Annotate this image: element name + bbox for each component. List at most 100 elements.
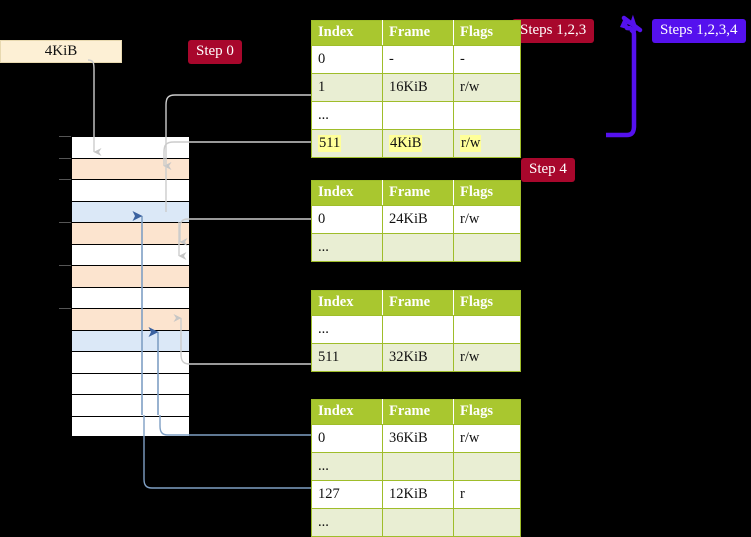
table-row: ...: [311, 101, 521, 130]
page-table-level-4-r2-c0: 127: [311, 480, 383, 509]
table-row: ...: [311, 452, 521, 481]
highlighted-value: r/w: [460, 134, 482, 152]
memory-frame-6: [71, 265, 190, 287]
step-0-badge-label: Step 0: [196, 43, 234, 59]
page-table-level-2-r1-c0: ...: [311, 233, 383, 262]
page-table-level-1-r3-c0: 511: [311, 129, 383, 158]
page-table-level-2-header-index: Index: [311, 180, 383, 206]
memory-frame-0: [71, 136, 190, 158]
step-4-badge: Step 4: [521, 158, 575, 182]
page-table-level-4-r0-c0: 0: [311, 424, 383, 453]
page-table-level-1-r2-c2: [453, 101, 521, 130]
page-table-level-4-r0-c2: r/w: [453, 424, 521, 453]
memory-tick-8: [59, 308, 71, 309]
page-table-level-1-r0-c0: 0: [311, 45, 383, 74]
page-table-level-2-r1-c2: [453, 233, 521, 262]
page-table-level-4-r1-c0: ...: [311, 452, 383, 481]
page-table-level-1-r1-c1: 16KiB: [382, 73, 454, 102]
page-table-level-3-header-index: Index: [311, 290, 383, 316]
memory-frame-11: [71, 372, 190, 394]
page-table-level-3-r1-c0: 511: [311, 343, 383, 372]
page-table-level-1-r3-c2: r/w: [453, 129, 521, 158]
table-row: 0--: [311, 45, 521, 74]
memory-tick-1: [59, 157, 71, 159]
page-table-level-1-r0-c2: -: [453, 45, 521, 74]
page-table-level-4-header-frame: Frame: [382, 399, 454, 425]
memory-tick-4: [59, 222, 71, 223]
size-label-text: 4KiB: [44, 43, 78, 59]
table-row: ...: [311, 508, 521, 537]
step-0-badge: Step 0: [188, 40, 242, 64]
bracket-arrow-purple: [606, 14, 643, 138]
memory-tick-6: [59, 265, 71, 266]
page-table-level-1-header-frame: Frame: [382, 20, 454, 46]
memory-tick-2: [59, 179, 71, 180]
page-table-level-1-r1-c0: 1: [311, 73, 383, 102]
memory-frame-13: [71, 415, 190, 437]
page-table-level-2-r0-c0: 0: [311, 205, 383, 234]
memory-tick-0: [59, 136, 71, 137]
page-table-level-1-r2-c0: ...: [311, 101, 383, 130]
page-table-level-4-r3-c1: [382, 508, 454, 537]
page-table-level-4-header-flags: Flags: [453, 399, 521, 425]
wire-table2-to-memory: [179, 218, 311, 246]
page-table-level-2-r0-c2: r/w: [453, 205, 521, 234]
highlighted-value: 511: [318, 134, 342, 152]
steps-1234-badge-label: Steps 1,2,3,4: [660, 22, 738, 38]
physical-memory-column: [59, 136, 190, 437]
table-row: 511 4KiB r/w: [311, 129, 521, 158]
table-row: ...: [311, 233, 521, 262]
page-table-level-1-r3-c1: 4KiB: [382, 129, 454, 158]
memory-frame-10: [71, 351, 190, 373]
memory-frame-9: [71, 329, 190, 351]
memory-frame-1: [71, 157, 190, 179]
wire-table3-to-memory: [173, 314, 311, 365]
memory-frame-8: [71, 308, 190, 330]
page-table-level-3-header-flags: Flags: [453, 290, 521, 316]
memory-frame-2: [71, 179, 190, 201]
page-table-level-3-r0-c0: ...: [311, 315, 383, 344]
page-table-level-2-r0-c1: 24KiB: [382, 205, 454, 234]
page-table-level-1-header-flags: Flags: [453, 20, 521, 46]
page-table-level-1-r1-c2: r/w: [453, 73, 521, 102]
page-table-level-1-r2-c1: [382, 101, 454, 130]
step-4-badge-label: Step 4: [529, 161, 567, 177]
page-table-level-4-r0-c1: 36KiB: [382, 424, 454, 453]
page-table-level-2-header-frame: Frame: [382, 180, 454, 206]
memory-frame-4: [71, 222, 190, 244]
table-row: ...: [311, 315, 521, 344]
page-table-level-3-r0-c2: [453, 315, 521, 344]
page-table-level-3-r1-c2: r/w: [453, 343, 521, 372]
memory-frame-12: [71, 394, 190, 416]
steps-1234-badge: Steps 1,2,3,4: [652, 19, 746, 43]
page-table-level-4-r3-c2: [453, 508, 521, 537]
page-table-level-4-header-index: Index: [311, 399, 383, 425]
page-table-level-4-r1-c2: [453, 452, 521, 481]
size-label-4kib: 4KiB: [0, 40, 122, 63]
page-table-level-2-r1-c1: [382, 233, 454, 262]
page-table-level-1-r0-c1: -: [382, 45, 454, 74]
memory-frame-7: [71, 286, 190, 308]
memory-frame-5: [71, 243, 190, 265]
memory-frame-3: [71, 200, 190, 222]
page-table-level-2-header-flags: Flags: [453, 180, 521, 206]
page-table-level-3-r1-c1: 32KiB: [382, 343, 454, 372]
steps-123-badge-label: Steps 1,2,3: [520, 22, 587, 38]
highlighted-value: 4KiB: [389, 134, 423, 152]
page-table-level-4-r3-c0: ...: [311, 508, 383, 537]
page-table-level-3-header-frame: Frame: [382, 290, 454, 316]
page-table-level-4-r2-c1: 12KiB: [382, 480, 454, 509]
page-table-level-4-r1-c1: [382, 452, 454, 481]
steps-123-badge: Steps 1,2,3: [512, 19, 595, 43]
page-table-level-4-r2-c2: r: [453, 480, 521, 509]
